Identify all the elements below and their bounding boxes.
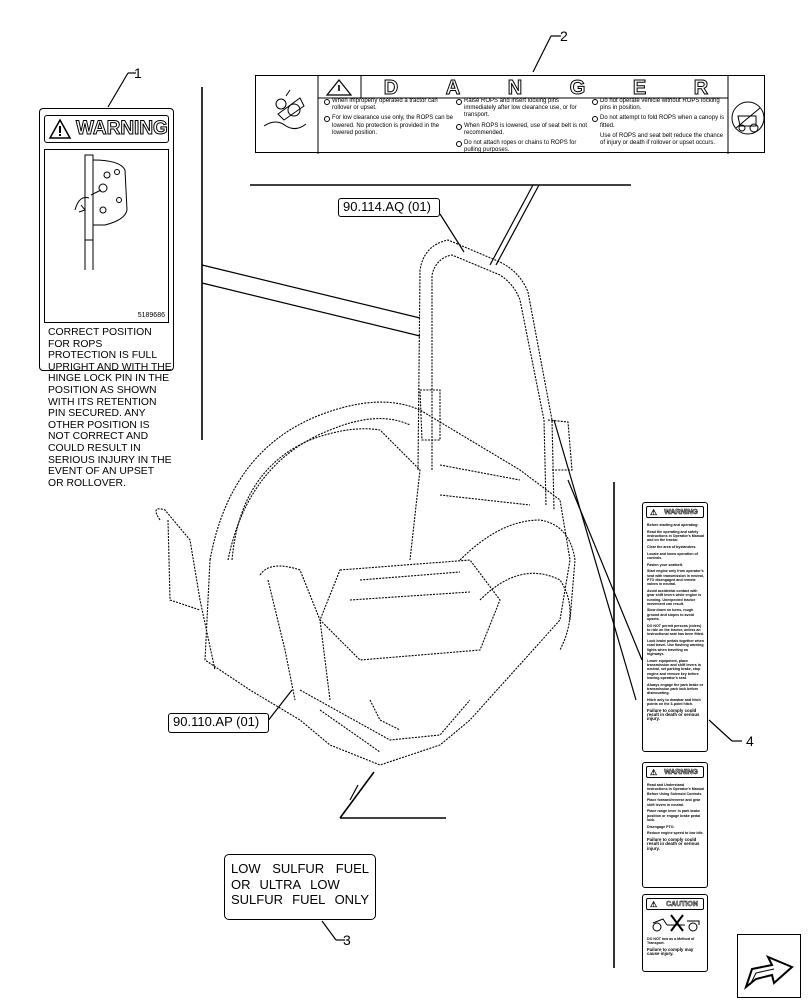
- leader-line-1: [107, 72, 129, 108]
- warning-triangle-icon: ⚠: [650, 768, 658, 777]
- danger-letter: G: [569, 76, 588, 99]
- mini-warning-header: ⚠ WARNING: [646, 506, 704, 518]
- panel-item: Place range lever in park brake position…: [647, 809, 701, 822]
- fuel-word: FUEL: [292, 892, 326, 907]
- mini-warning-title: WARNING: [664, 508, 698, 516]
- rops-seatbelt-icon: [731, 101, 765, 135]
- panel-item: Hitch only to drawbar and hitch points o…: [647, 697, 701, 707]
- panel-item: Lower equipment, place transmission and …: [647, 658, 701, 680]
- warning-decal-rops-position: WARNING 5189686 CORRECT POSITION FOR ROP…: [39, 108, 174, 489]
- danger-column-1: When improperly operated a tractor can r…: [324, 98, 454, 140]
- warning-body-text: CORRECT POSITION FOR ROPS PROTECTION IS …: [48, 327, 172, 489]
- danger-instruction: When improperly operated a tractor can r…: [324, 98, 454, 112]
- fuel-decal-line-1: LOW SULFUR FUEL: [231, 861, 369, 877]
- panel-item: Read the operating and safety instructio…: [647, 529, 705, 543]
- panel-item: Read and Understand Instructions in Oper…: [647, 783, 705, 796]
- warning-title: WARNING: [76, 118, 169, 140]
- panel-item: Avoid accidental contact with gear shift…: [647, 588, 702, 606]
- danger-letter: D: [383, 76, 401, 99]
- fuel-word: FUEL: [335, 861, 369, 876]
- panel-footer: Failure to comply may cause injury.: [647, 946, 694, 957]
- leader-line-4: [708, 719, 733, 742]
- danger-note: Use of ROPS and seat belt reduce the cha…: [600, 132, 724, 147]
- panel-item: Locate and know operation of controls.: [647, 551, 698, 560]
- decal-part-code: 5189686: [137, 312, 165, 319]
- hinge-lock-pin-illustration: 5189686: [44, 149, 169, 323]
- no-towing-icon: [652, 914, 700, 932]
- danger-column-2: Raise ROPS and insert locking pins immed…: [456, 98, 590, 157]
- danger-instruction: When ROPS is lowered, use of seat belt i…: [456, 123, 590, 137]
- fuel-word: LOW: [231, 861, 261, 876]
- leader-line-2: [532, 35, 552, 73]
- danger-instruction: Do not operate vehicle without ROPS lock…: [592, 98, 726, 112]
- panel-item: Start engine only from operator's seat w…: [647, 569, 704, 587]
- reference-label-platform[interactable]: 90.110.AP (01): [168, 713, 269, 733]
- danger-letter: A: [445, 76, 463, 99]
- callout-number-1: 1: [134, 65, 142, 81]
- warning-triangle-icon: [49, 119, 71, 139]
- fuel-word: SULFUR: [272, 861, 325, 876]
- panel-footer: Failure to comply could result in death …: [647, 836, 700, 851]
- reference-label-rops[interactable]: 90.114.AQ (01): [338, 198, 440, 217]
- warning-panel-text: Read and Understand Instructions in Oper…: [647, 783, 705, 853]
- leader-lines: [107, 35, 742, 968]
- warning-triangle-icon: ⚠: [650, 508, 658, 517]
- fuel-word: LOW: [310, 876, 340, 892]
- danger-column-3: Do not operate vehicle without ROPS lock…: [592, 98, 726, 150]
- panel-footer: Failure to comply could result in death …: [647, 707, 700, 722]
- panel-item: Slow down on turns, rough ground and slo…: [647, 608, 694, 622]
- warning-panel-solenoid: ⚠ WARNING Read and Understand Instructio…: [642, 762, 708, 888]
- fuel-word: ULTRA: [259, 876, 302, 892]
- fuel-decal: LOW SULFUR FUEL OR ULTRA LOW SULFUR FUEL…: [224, 854, 376, 920]
- fuel-word: ONLY: [334, 892, 369, 907]
- leader-line-3: [321, 920, 337, 941]
- fuel-decal-line-2: OR ULTRA LOW: [231, 877, 371, 893]
- hinge-pin-icon: [74, 154, 128, 270]
- danger-letter: N: [507, 76, 525, 99]
- operator-safety-decal: ⚠ WARNING Before starting and operating:…: [642, 502, 708, 972]
- panel-item: Always engage the park brake or transmis…: [647, 682, 704, 696]
- warning-header: WARNING: [44, 115, 169, 143]
- panel-item: Lock brake pedals together when road tra…: [647, 639, 704, 656]
- panel-item: Clear the area of bystanders.: [647, 544, 697, 549]
- callout-number-3: 3: [343, 932, 351, 948]
- mini-caution-title: CAUTION: [666, 900, 698, 908]
- next-page-button[interactable]: [737, 934, 801, 998]
- callout-number-2: 2: [560, 28, 568, 44]
- rops-platform-drawing: [155, 239, 576, 766]
- fuel-word: OR: [231, 876, 251, 892]
- fuel-decal-line-3: SULFUR FUEL ONLY: [231, 892, 369, 908]
- callout-number-4: 4: [746, 733, 754, 749]
- mini-warning-header: ⚠ WARNING: [646, 766, 704, 778]
- danger-decal-frame: [263, 76, 765, 154]
- panel-item: Place forward/reverse and gear shift lev…: [647, 798, 701, 807]
- danger-instruction: For low clearance use only, the ROPS can…: [324, 115, 454, 137]
- danger-letter: R: [693, 76, 711, 99]
- caution-panel-towing: ⚠ CAUTION DO NOT tow as a Method of Tran…: [642, 894, 708, 972]
- warning-triangle-icon: ⚠: [650, 900, 658, 909]
- warning-panel-text: Before starting and operating: Read the …: [647, 523, 705, 724]
- danger-letter: E: [632, 76, 649, 99]
- panel-item: DO NOT permit persons (riders) to ride o…: [647, 623, 705, 637]
- caution-panel-text: DO NOT tow as a Method of Transport. Fai…: [647, 937, 705, 959]
- next-page-arrow-icon: [743, 955, 794, 990]
- warning-panel-operation: ⚠ WARNING Before starting and operating:…: [642, 502, 708, 752]
- danger-decal-rops: D A N G E R When improperly operated a t…: [255, 75, 765, 154]
- fuel-word: SULFUR: [231, 892, 284, 907]
- panel-item: Disengage PTO.: [647, 824, 675, 829]
- panel-item: DO NOT tow as a Method of Transport.: [647, 937, 695, 946]
- danger-instruction: Raise ROPS and insert locking pins immed…: [456, 98, 590, 120]
- danger-instruction: Do not attach ropes or chains to ROPS fo…: [456, 140, 590, 154]
- mini-warning-title: WARNING: [664, 768, 698, 776]
- danger-instruction: Do not attempt to fold ROPS when a canop…: [592, 115, 726, 129]
- panel-item: Reduce engine speed to low idle.: [647, 831, 704, 836]
- panel-item: Before starting and operating:: [647, 523, 699, 527]
- mini-caution-header: ⚠ CAUTION: [646, 898, 704, 910]
- danger-title: D A N G E R: [361, 76, 733, 99]
- tractor-rollover-icon: [263, 89, 307, 130]
- panel-item: Fasten your seatbelt.: [647, 562, 683, 567]
